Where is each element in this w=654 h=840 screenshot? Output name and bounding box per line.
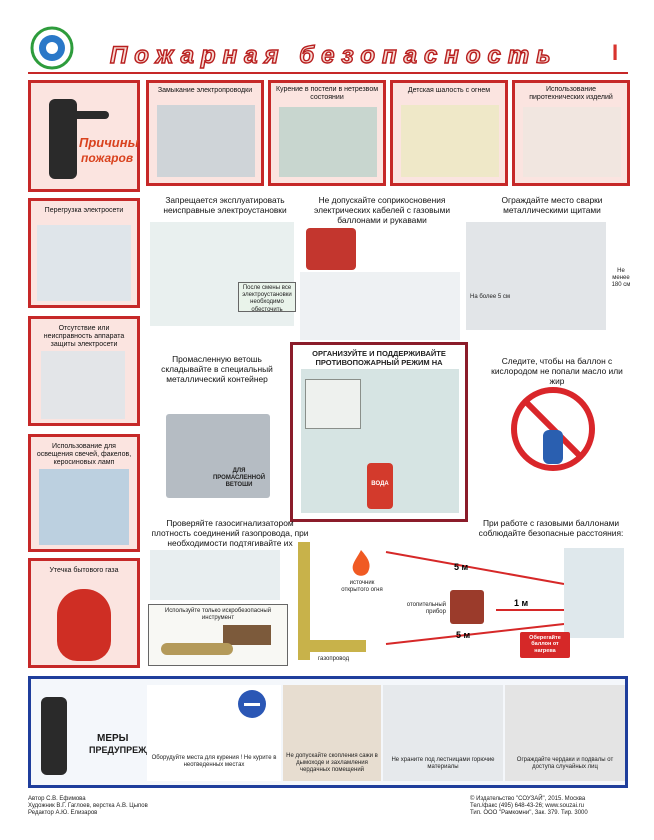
smoking-sign-icon [237,689,267,719]
fire-source-label: источник открытого огня [341,580,383,594]
page-title: Пожарная безопасность [109,41,558,69]
cause-pyrotechnics: Использование пиротехнических изделий [512,80,630,186]
prevention-stairs: Не храните под лестницами горючие матери… [383,685,503,781]
breaker-illustration [41,351,125,419]
header-divider [28,72,628,74]
welder-machine [306,228,356,270]
firefighter-figure [49,99,77,179]
cause-gas-leak: Утечка бытового газа [28,558,140,668]
fire-source-icon [346,548,376,578]
water-barrel [367,463,393,509]
oxygen-sign [510,386,596,472]
firefighter-figure-bottom [41,697,67,775]
part-number: I [612,40,619,65]
pyrotechnics-illustration [523,107,621,177]
cause-label: Использование для освещения свечей, факе… [36,443,132,467]
cause-label: Детская шалость с огнем [407,87,491,94]
cause-label: Курение в постели в нетрезвом состоянии [275,86,379,102]
cause-label: Замыкание электропроводки [157,87,253,94]
prevention-chimney: Не допускайте скопления сажи в дымоходе … [283,685,381,781]
rule-oxygen: Следите, чтобы на баллон с кислородом не… [491,356,623,387]
footer-line: Тел./факс (495) 648-43-26; www.souzai.ru [470,803,584,810]
footer-line: Автор С.В. Ефимова [28,796,86,802]
distance-1m: 1 м [514,598,529,608]
causes-title-line1: Причины [79,135,139,150]
distance-5m-top: 5 м [454,562,469,572]
footer-line: Тип. ООО "Рамкомни", Зак. 379. Тир. 3000 [470,810,588,817]
electro-note: После смены все электроустановки необход… [242,285,292,313]
cause-label: Использование пиротехнических изделий [529,86,613,102]
footer-line: Художник В.Г. Гаглоев, верстка А.В. Цыпо… [28,803,148,810]
prevention-title-line2: ПРЕДУПРЕЖДЕНИЯ [89,745,179,755]
spark-tool-box: Используйте только искробезопасный инстр… [148,604,288,666]
prevention-panel: МЕРЫ ПРЕДУПРЕЖДЕНИЯ Оборудуйте места для… [28,676,628,788]
rags-bin-label: ДЛЯ ПРОМАСЛЕННОЙ ВЕТОШИ [212,468,266,489]
wiring-illustration [157,105,255,177]
gas-detector-illustration [150,550,280,600]
causes-panel: Причины пожаров [28,80,140,192]
prevention-title-line1: МЕРЫ [97,733,129,744]
gas-pipe [298,542,310,660]
cause-children-fire: Детская шалость с огнем [390,80,508,186]
heater-illustration [450,590,484,624]
rule-distances: При работе с газовыми баллонами соблюдай… [478,518,624,539]
gas-pipe-horizontal [298,640,366,652]
footer-credits: Автор С.В. Ефимова Художник В.Г. Гаглоев… [28,796,248,818]
wrench-icon [161,643,233,655]
welding-gap-label: На более 5 см [470,294,510,300]
cause-label: Отсутствие или неисправность аппарата за… [43,325,125,349]
water-label: ВОДА [371,481,389,487]
cause-no-protection: Отсутствие или неисправность аппарата за… [28,316,140,426]
fire-regime-panel: ОРГАНИЗУЙТЕ И ПОДДЕРЖИВАЙТЕ ПРОТИВОПОЖАР… [290,342,468,522]
rule-welding: Ограждайте место сварки металлическими щ… [501,195,603,216]
footer-line: © Издательство "СОУЗАЙ", 2015. Москва [470,796,586,802]
heater-label: отопительный прибор [406,602,446,616]
window-illustration [39,469,129,545]
prevention-label: Не допускайте скопления сажи в дымоходе … [286,753,378,774]
protect-cylinder-label: Оберегайте баллон от нагрева [529,635,561,654]
prevention-attic: Ограждайте чердаки и подвалы от доступа … [505,685,625,781]
publisher-logo [30,26,74,70]
rule-cables: Не допускайте соприкосновения электричес… [313,195,451,226]
prevention-label: Не храните под лестницами горючие матери… [391,757,495,771]
distance-5m-bottom: 5 м [456,630,471,640]
overload-illustration [37,225,131,301]
cause-smoking-bed: Курение в постели в нетрезвом состоянии [268,80,386,186]
gas-pipe-label: газопровод [318,656,350,662]
cause-label: Утечка бытового газа [49,567,119,574]
distance-arrows [385,551,565,645]
footer-line: Редактор А.Ю. Елизаров [28,810,98,817]
causes-title-line2: пожаров [81,151,134,165]
cause-wiring-short: Замыкание электропроводки [146,80,264,186]
cylinders-worker [564,548,624,638]
cause-label: Перегрузка электросети [44,207,124,214]
prevention-smoking: Оборудуйте места для курения ! Не курите… [147,685,281,781]
fire-board [305,379,361,429]
children-illustration [401,105,499,177]
rule-rags: Промасленную ветошь складывайте в специа… [161,354,273,385]
welding-height-label: Не менее 180 см [611,268,631,289]
footer-publisher: © Издательство "СОУЗАЙ", 2015. Москва Те… [470,796,630,818]
electro-note-box [238,282,296,312]
cause-open-flame-light: Использование для освещения свечей, факе… [28,434,140,552]
hammer-icon [223,625,271,645]
prevention-label: Ограждайте чердаки и подвалы от доступа … [516,757,614,771]
gas-cylinder-illustration [57,589,111,661]
welding-screen-illustration [466,222,606,330]
rags-container [166,414,270,498]
protect-cylinder-badge [520,632,570,658]
cause-overload: Перегрузка электросети [28,198,140,308]
rule-gas-check: Проверяйте газосигнализатором плотность … [151,518,309,549]
bed-illustration [279,107,377,177]
spark-tool-label: Используйте только искробезопасный инстр… [164,608,272,622]
rule-electro: Запрещается эксплуатировать неисправные … [163,195,287,216]
prevention-label: Оборудуйте места для курения ! Не курите… [151,755,277,769]
pointing-arm [73,111,109,119]
cables-illustration [300,272,460,340]
